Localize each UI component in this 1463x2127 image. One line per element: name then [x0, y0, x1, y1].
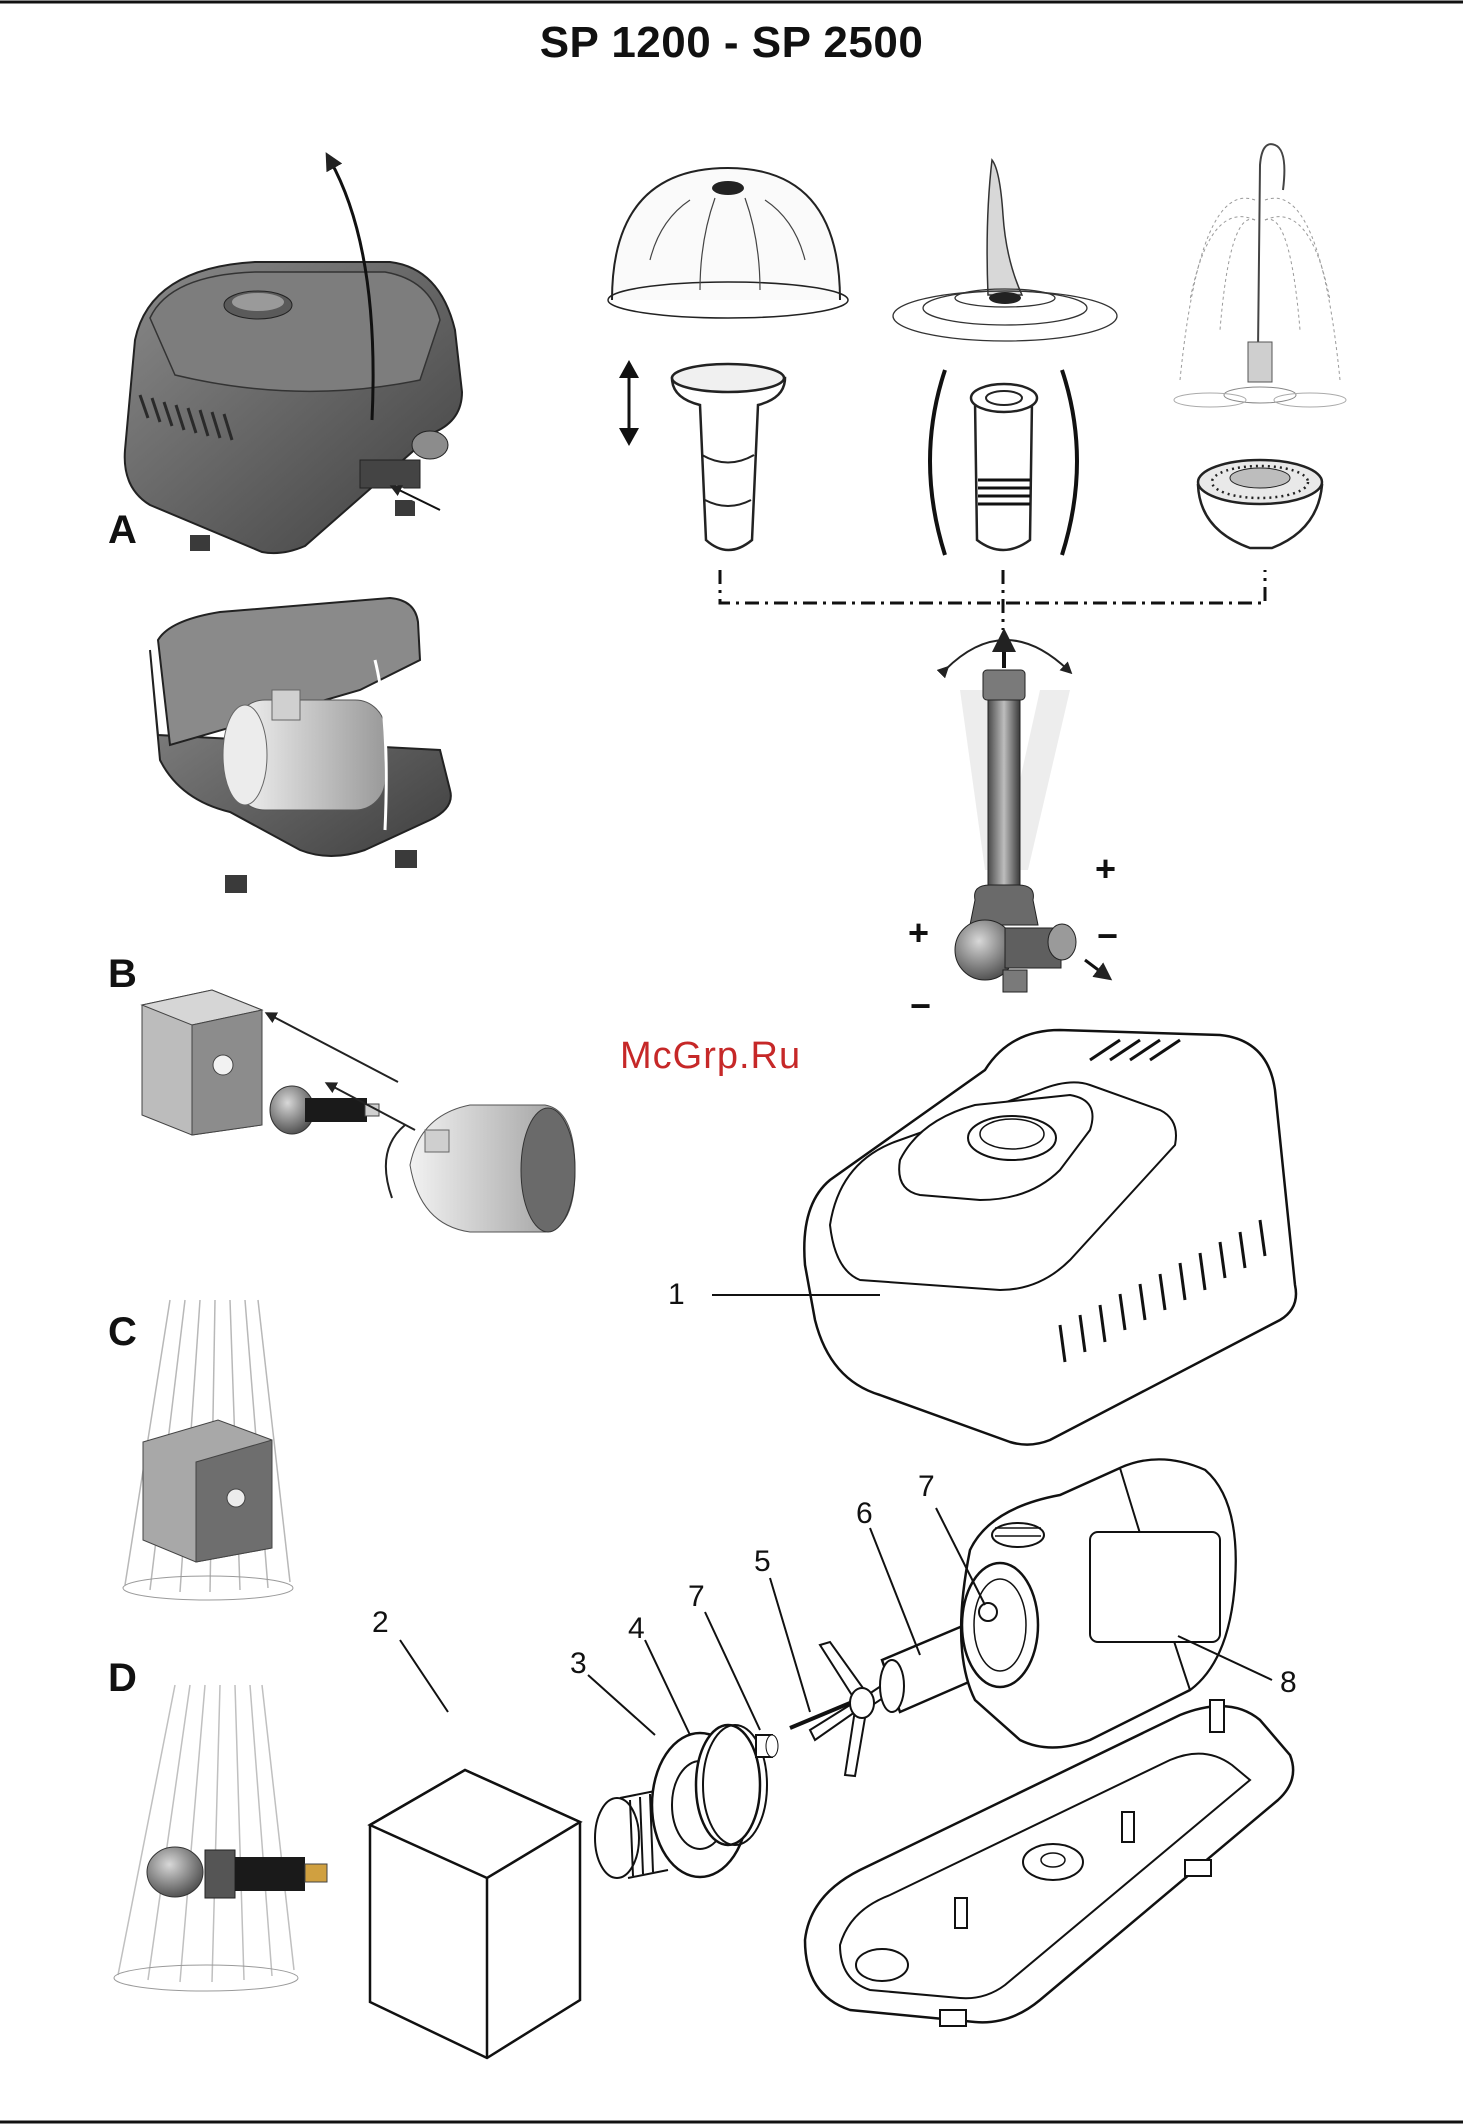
fig-column-pattern [893, 160, 1117, 341]
fig-tilt-adapter [945, 640, 1105, 992]
fig-b-disassembly [142, 990, 575, 1232]
fig-part-2-filter-box [370, 1640, 580, 2058]
fig-a-open-housing [150, 598, 451, 893]
fig-base-housing [805, 1700, 1293, 2026]
fig-nozzle-dome [619, 360, 785, 550]
fig-part-1-cover [712, 1030, 1296, 1445]
fig-a-closed-housing [125, 160, 462, 553]
fig-nozzle-column [930, 370, 1077, 555]
fig-d-impeller-rinse [114, 1685, 327, 1991]
connector-lines [720, 570, 1265, 630]
fig-c-foam-rinse [123, 1300, 293, 1600]
fig-dome-pattern [608, 168, 848, 318]
fig-tier-pattern [1174, 144, 1346, 407]
fig-nozzle-tier [1198, 460, 1322, 548]
